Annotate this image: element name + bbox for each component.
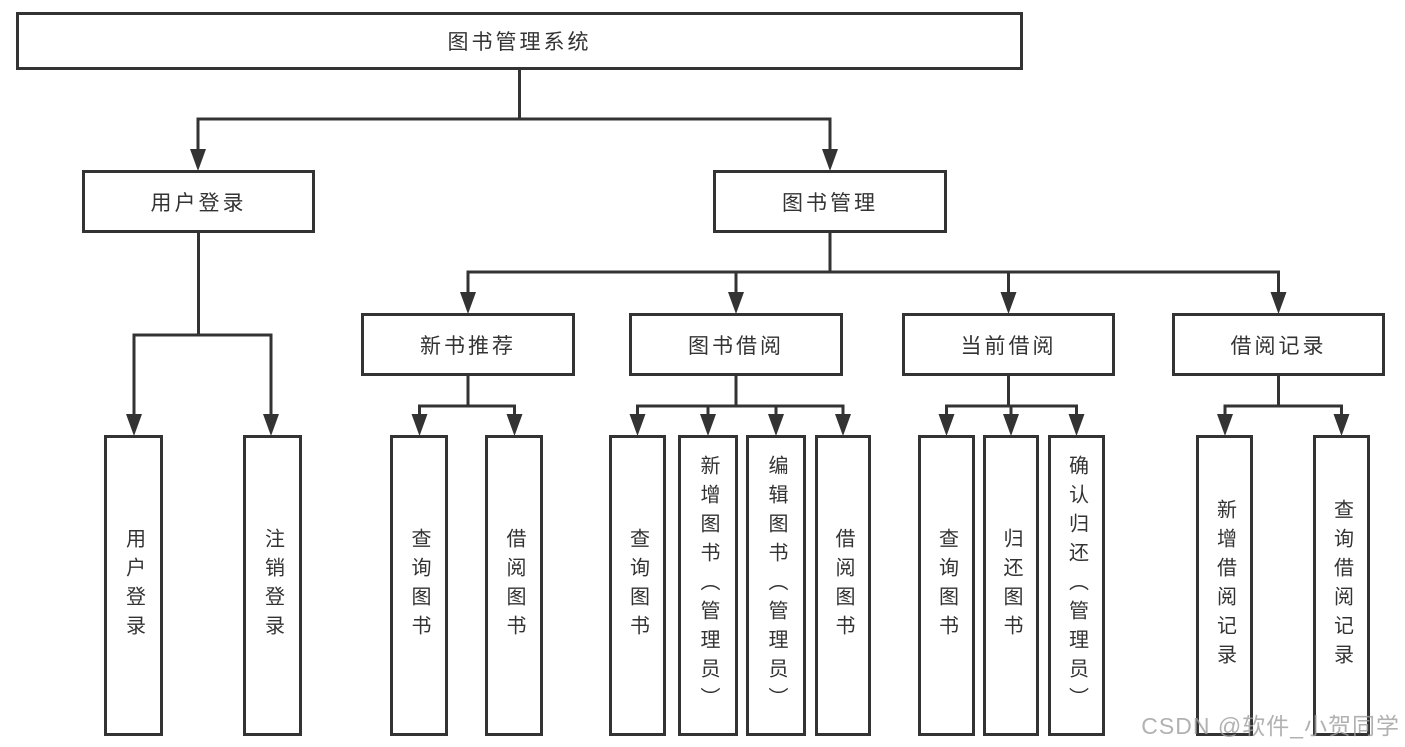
node-label: 查询图书: [935, 527, 958, 644]
node-label: 查询图书: [626, 527, 649, 644]
node-label: 借阅图书: [503, 527, 525, 644]
node-label: 图书管理: [782, 191, 878, 215]
node-user-login: 用户登录: [82, 170, 315, 233]
node-leaf-query-books-recommend: 查询图书: [390, 435, 448, 736]
node-label: 借阅图书: [832, 527, 854, 644]
node-label: 新增借阅记录: [1213, 498, 1236, 673]
node-label: 查询借阅记录: [1330, 498, 1353, 673]
node-label: 编辑图书（管理员）: [765, 455, 787, 716]
connector-root-to-level2: [190, 70, 838, 171]
node-label: 确认归还（管理员）: [1065, 455, 1088, 716]
node-book-management: 图书管理: [713, 170, 947, 233]
node-leaf-edit-book-admin: 编辑图书（管理员）: [746, 435, 806, 736]
csdn-watermark: CSDN @软件_小贺同学: [1141, 713, 1400, 739]
node-book-borrowing: 图书借阅: [629, 313, 843, 376]
node-label: 用户登录: [122, 527, 145, 644]
node-label: 图书借阅: [688, 334, 784, 358]
node-leaf-add-book-admin: 新增图书（管理员）: [678, 435, 738, 736]
node-label: 当前借阅: [960, 334, 1057, 358]
node-label: 图书管理系统: [447, 31, 592, 54]
node-leaf-return-books: 归还图书: [983, 435, 1039, 736]
node-leaf-borrow-books: 借阅图书: [815, 435, 871, 736]
node-leaf-query-borrow-record: 查询借阅记录: [1313, 435, 1370, 736]
connector-book-management-to-level3: [460, 233, 1287, 314]
node-leaf-add-borrow-record: 新增借阅记录: [1196, 435, 1253, 736]
connector-borrowing-records-to-leaves: [1217, 376, 1350, 436]
connector-book-borrowing-to-leaves: [629, 376, 851, 436]
connector-current-borrowing-to-leaves: [938, 376, 1085, 436]
connector-user-login-to-leaves: [126, 233, 279, 436]
node-leaf-confirm-return-admin: 确认归还（管理员）: [1048, 435, 1105, 736]
node-borrowing-records: 借阅记录: [1172, 313, 1385, 376]
node-label: 查询图书: [408, 527, 430, 644]
node-label: 用户登录: [150, 191, 247, 215]
node-leaf-user-login: 用户登录: [104, 435, 163, 736]
node-label: 注销登录: [261, 527, 284, 644]
node-leaf-query-books-current: 查询图书: [918, 435, 975, 736]
node-leaf-query-books-borrowing: 查询图书: [609, 435, 666, 736]
node-book-management-system: 图书管理系统: [16, 12, 1023, 70]
node-label: 归还图书: [1000, 527, 1022, 644]
node-new-book-recommend: 新书推荐: [361, 313, 575, 376]
node-leaf-borrow-books-recommend: 借阅图书: [485, 435, 543, 736]
node-current-borrowing: 当前借阅: [902, 313, 1115, 376]
connector-new-book-recommend-to-leaves: [411, 376, 523, 436]
node-label: 新增图书（管理员）: [697, 455, 719, 716]
node-label: 新书推荐: [420, 334, 516, 358]
node-label: 借阅记录: [1230, 334, 1327, 358]
node-leaf-logout: 注销登录: [243, 435, 302, 736]
